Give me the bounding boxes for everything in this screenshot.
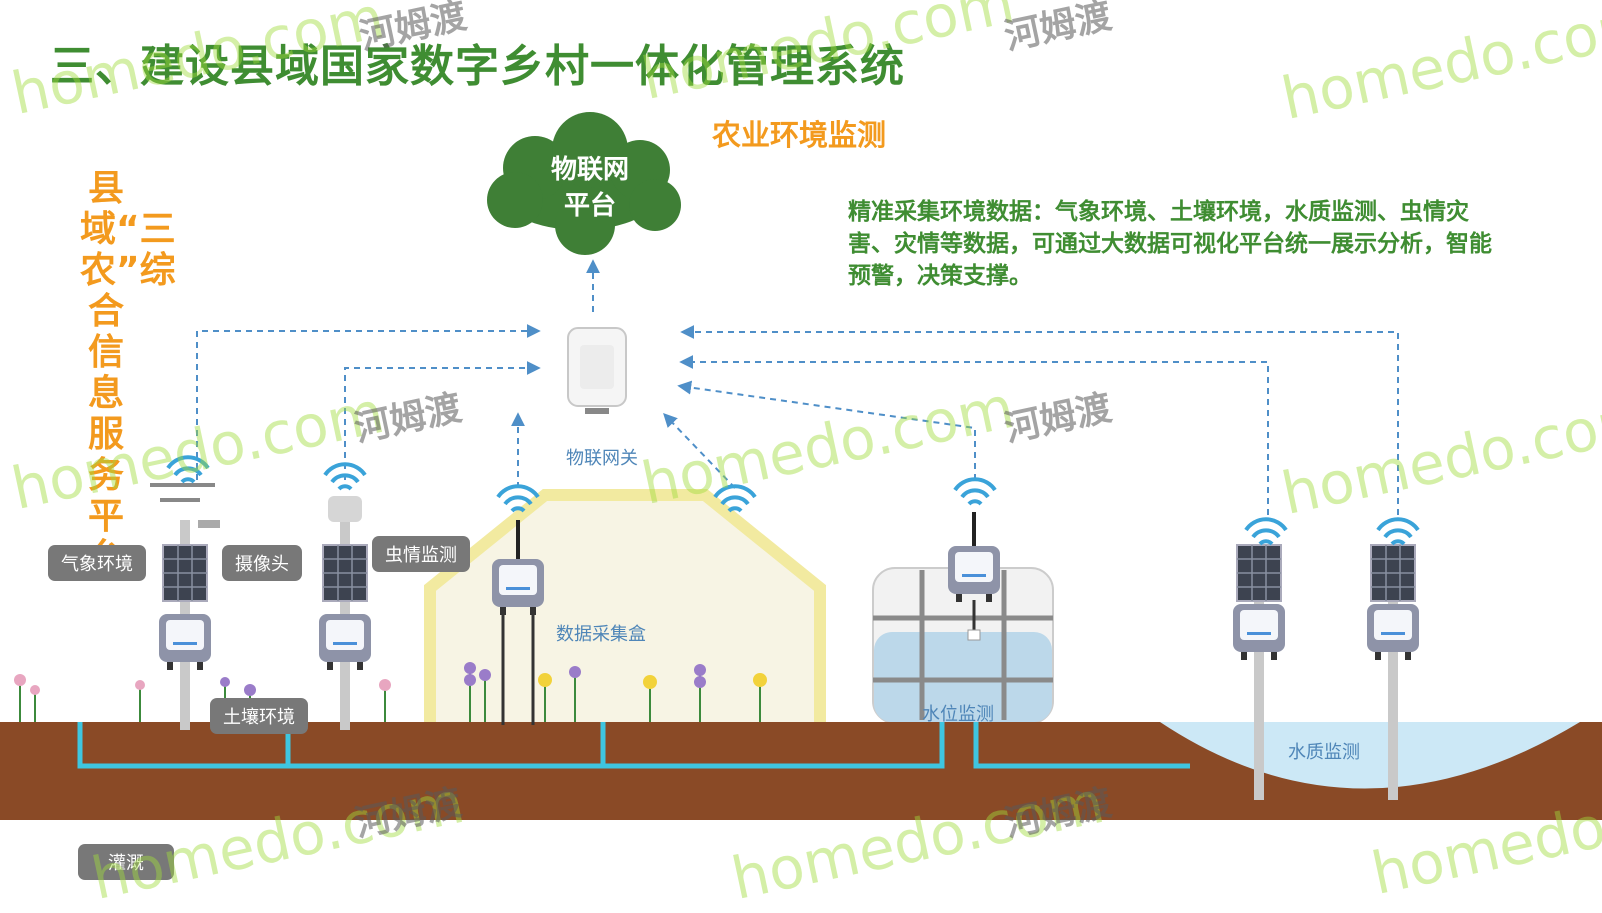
soil-label: 土壤环境 xyxy=(210,698,308,734)
camera-pole xyxy=(319,462,371,730)
description-text: 精准采集环境数据：气象环境、土壤环境，水质监测、虫情灾害、灾情等数据，可通过大数… xyxy=(848,199,1492,289)
irrigation-label: 灌溉 xyxy=(78,844,174,880)
camera-label: 摄像头 xyxy=(222,545,302,581)
water-tank xyxy=(872,567,1054,724)
gateway-device xyxy=(567,327,627,414)
water-quality-station-1 xyxy=(1233,517,1288,800)
gateway-label: 物联网关 xyxy=(566,448,638,469)
water-quality-label: 水质监测 xyxy=(1288,742,1360,763)
side-vertical-title: 县域“三农”综合信息服务平台 xyxy=(80,168,176,578)
page-title: 三、建设县域国家数字乡村一体化管理系统 xyxy=(50,41,905,92)
water-level-sensor xyxy=(948,477,1000,641)
pest-label: 虫情监测 xyxy=(372,536,470,572)
water-quality-station-2 xyxy=(1367,517,1420,800)
weather-station xyxy=(150,455,220,730)
greenhouse-sensor xyxy=(492,484,757,725)
weather-label: 气象环境 xyxy=(48,545,146,581)
greenhouse xyxy=(424,489,826,722)
iot-cloud-line1: 物联网 xyxy=(550,155,629,185)
water-level-label: 水位监测 xyxy=(922,704,994,725)
section-title: 农业环境监测 xyxy=(712,118,887,152)
pond xyxy=(1160,722,1580,789)
iot-cloud-label: 物联网 平台 xyxy=(530,152,650,224)
iot-cloud-shape xyxy=(487,112,681,255)
iot-cloud-line2: 平台 xyxy=(563,191,616,221)
data-box-label: 数据采集盒 xyxy=(556,624,646,645)
data-links xyxy=(196,259,1399,515)
